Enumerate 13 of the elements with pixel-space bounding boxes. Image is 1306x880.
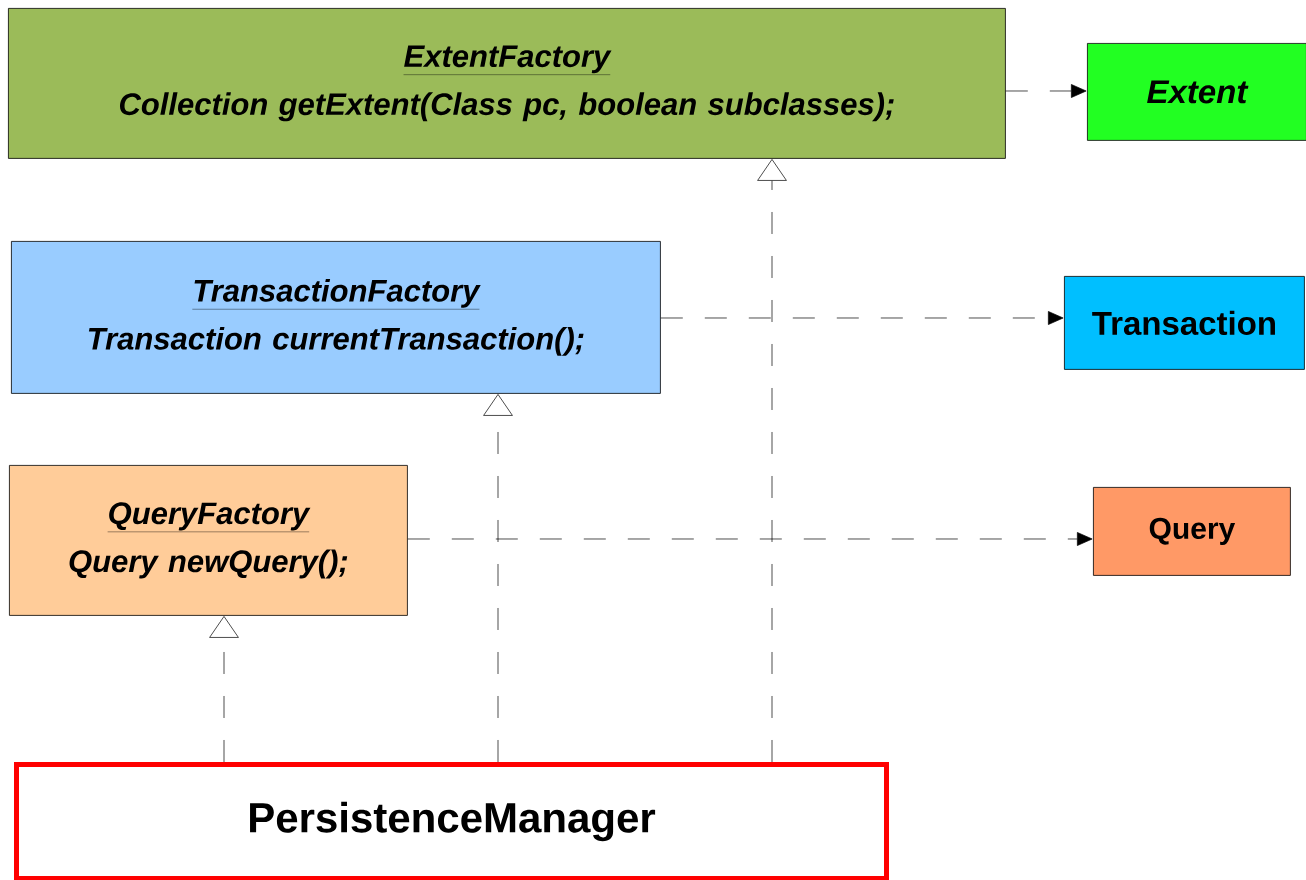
- class-box: Transaction: [1064, 276, 1305, 370]
- realization-arrow: [757, 159, 787, 763]
- class-box: ExtentFactory Collection getExtent(Class pc, boolean subclasses);: [8, 8, 1006, 159]
- dependency-arrow: [660, 311, 1064, 325]
- dependency-arrow: [1005, 84, 1087, 98]
- realization-arrow: [483, 394, 513, 763]
- class-box: Query: [1093, 487, 1291, 576]
- realization-arrow: [209, 616, 239, 763]
- class-box: Extent: [1087, 43, 1306, 141]
- dependency-arrow: [407, 532, 1093, 546]
- manager-box: PersistenceManager: [14, 762, 889, 880]
- class-box: TransactionFactory Transaction currentTransaction();: [11, 241, 661, 394]
- class-box: QueryFactory Query newQuery();: [9, 465, 408, 616]
